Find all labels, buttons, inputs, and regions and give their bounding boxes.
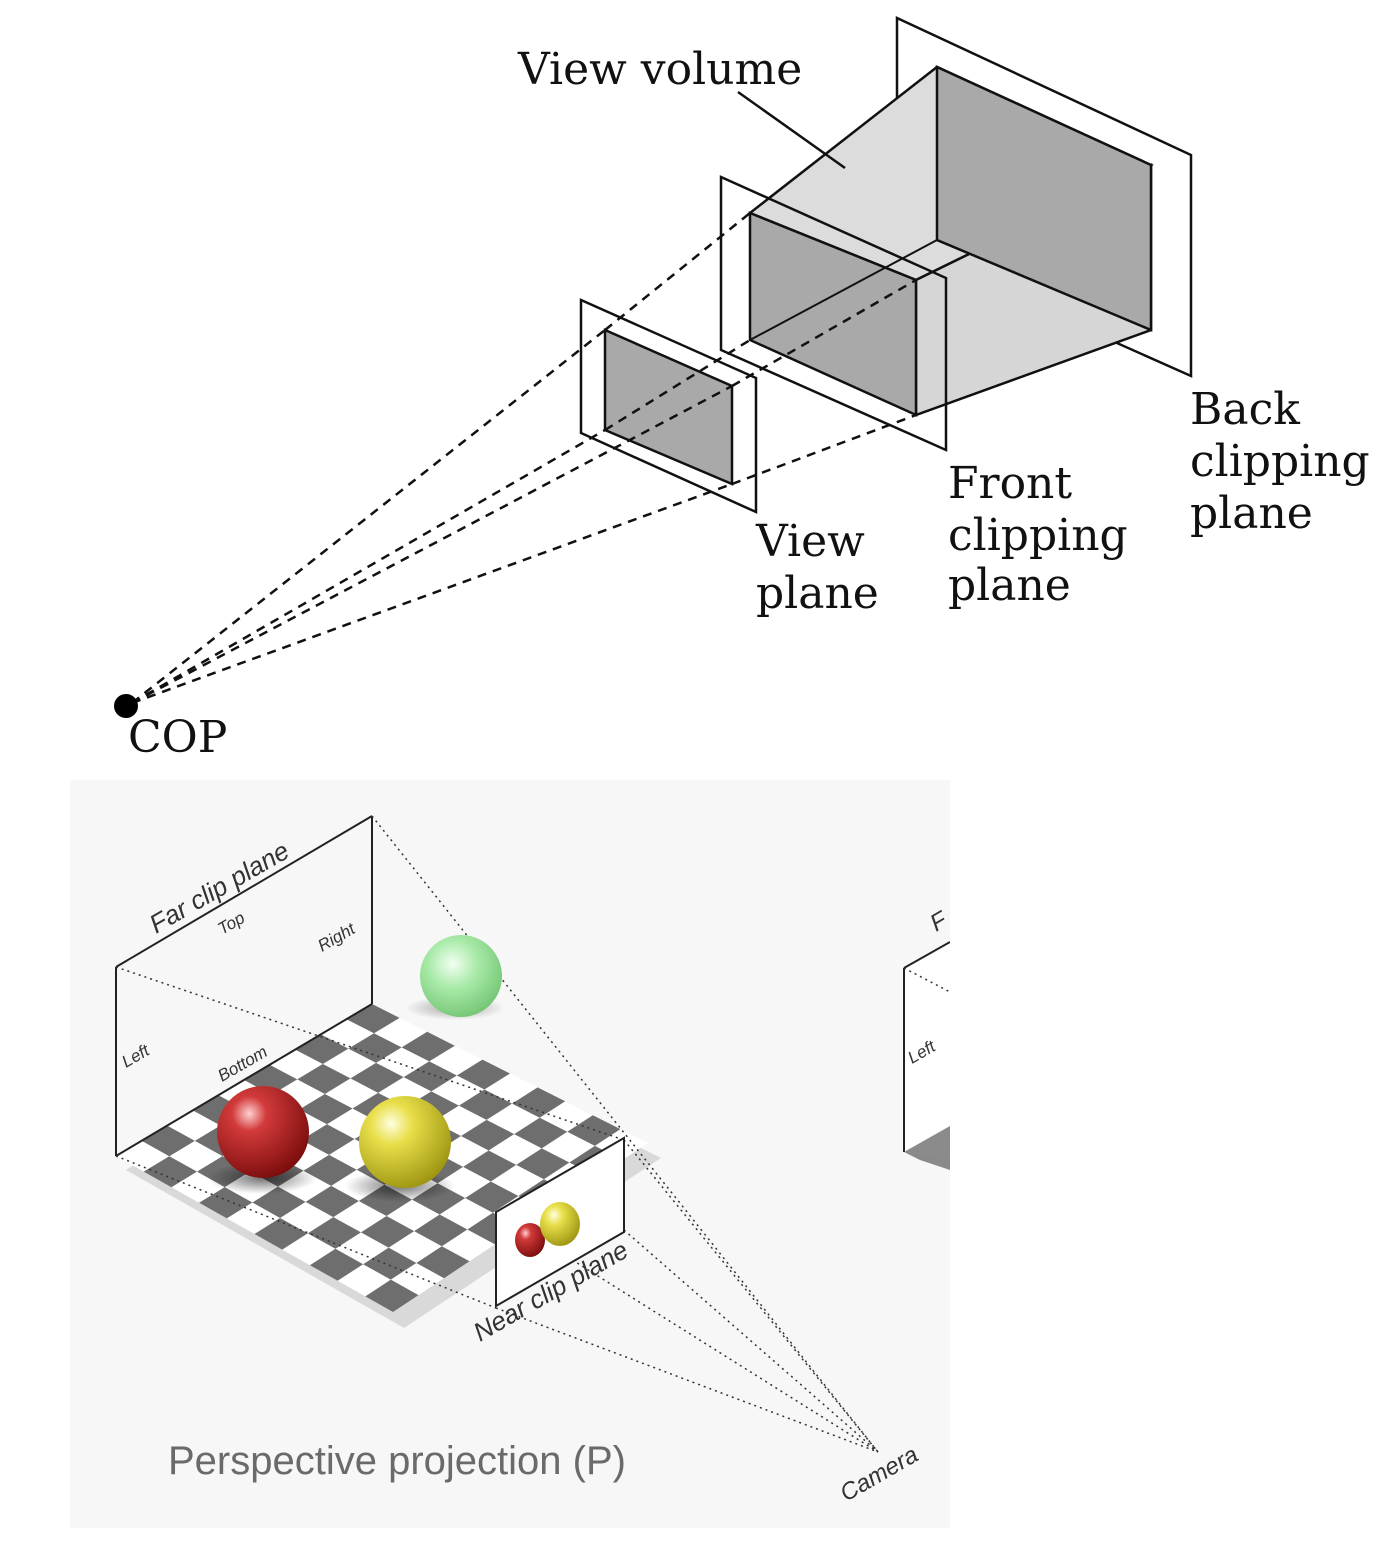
- checker-cell: [252, 1186, 306, 1218]
- perspective-projection-caption: Perspective projection (P): [168, 1439, 626, 1483]
- perspective-projection-panel: Far clip plane Top Right Left Bottom Nea…: [70, 780, 950, 1528]
- frustum-box: [115, 815, 373, 1157]
- near-plane-yellow-image: [540, 1202, 580, 1246]
- checker-cell: [360, 1216, 415, 1248]
- view-plane-label: View plane: [755, 516, 879, 619]
- view-volume-leader: [737, 90, 846, 170]
- view-volume-label: View volume: [517, 44, 802, 95]
- checker-cell: [414, 1214, 468, 1247]
- red-sphere: [217, 1086, 309, 1178]
- checker-cell: [365, 1279, 419, 1312]
- checker-cell: [307, 1217, 361, 1249]
- checker-cell: [297, 1064, 351, 1094]
- checker-cell: [465, 1181, 519, 1213]
- red-sphere-shadow: [207, 1162, 317, 1194]
- projector-lines: [131, 212, 917, 705]
- checker-cell: [463, 1150, 517, 1182]
- checker-cell: [460, 1119, 515, 1151]
- cop-point: [114, 694, 138, 718]
- near-plane-red-image: [515, 1223, 545, 1257]
- cop-label: COP: [128, 712, 227, 763]
- checker-cell: [514, 1117, 568, 1149]
- checker-cell: [516, 1148, 570, 1180]
- checker-cell: [512, 1087, 566, 1118]
- checker-cell: [416, 1246, 470, 1279]
- checker-cell: [348, 1033, 402, 1063]
- checker-cell: [350, 1062, 404, 1093]
- checker-cell: [458, 1089, 513, 1120]
- frustum-dotted-edges: [115, 815, 879, 1453]
- checker-cell: [456, 1059, 510, 1090]
- checker-cell: [401, 1031, 455, 1062]
- checker-cell: [305, 1185, 359, 1218]
- front-clipping-plane-frame: [719, 175, 948, 452]
- checker-cell: [254, 1217, 308, 1250]
- cropped-orthographic-panel: F Left: [903, 906, 950, 1170]
- yellow-sphere: [359, 1096, 451, 1188]
- green-sphere: [420, 935, 502, 1017]
- checker-cell: [301, 1124, 355, 1155]
- front-clipping-plane-label: Front clipping plane: [948, 458, 1142, 611]
- checker-cell: [143, 1156, 197, 1188]
- checker-cell: [299, 1093, 353, 1125]
- checker-cell: [403, 1061, 457, 1092]
- checker-cell: [303, 1154, 357, 1186]
- checker-cell: [309, 1248, 364, 1281]
- back-clipping-plane-label: Back clipping plane: [1190, 384, 1384, 539]
- view-volume-diagram: View volume View plane Front clipping pl…: [114, 16, 1384, 763]
- checker-cell: [363, 1247, 417, 1280]
